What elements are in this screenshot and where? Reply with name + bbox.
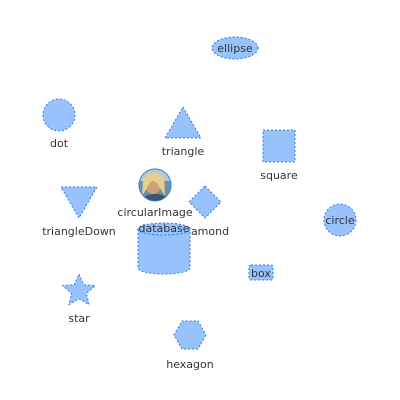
node-label-box: box (251, 267, 271, 280)
circular-image-border (138, 168, 172, 202)
node-label-triangle: triangle (162, 145, 205, 158)
node-square[interactable]: square (260, 129, 298, 182)
node-hexagon[interactable]: hexagon (166, 320, 214, 371)
node-label-dot: dot (50, 137, 69, 150)
ellipse-shape (211, 36, 259, 60)
triangle-down-shape (60, 186, 98, 219)
triangle-shape (164, 106, 202, 139)
node-label-star: star (68, 312, 90, 325)
database-body (137, 222, 191, 275)
node-triangle[interactable]: triangle (162, 106, 205, 158)
star-shape (61, 272, 97, 306)
node-label-database: database (139, 222, 190, 235)
node-label-diamond: diamond (181, 225, 229, 238)
node-label-circle: circle (325, 214, 354, 227)
node-label-triangle-down: triangleDown (42, 225, 116, 238)
hexagon-shape (173, 320, 207, 350)
node-ellipse[interactable]: ellipse (211, 36, 259, 60)
node-dot[interactable]: dot (42, 98, 76, 150)
dot-shape (42, 98, 76, 132)
node-label-hexagon: hexagon (166, 358, 214, 371)
node-label-square: square (260, 169, 298, 182)
node-database[interactable]: database (137, 222, 191, 275)
portrait-photo (139, 169, 171, 201)
square-shape (262, 129, 296, 163)
node-diamond[interactable]: diamond (181, 185, 229, 238)
node-circular-image[interactable]: circularImage (117, 168, 193, 219)
node-star[interactable]: star (61, 272, 97, 325)
node-circle[interactable]: circle (323, 203, 357, 237)
node-label-ellipse: ellipse (217, 42, 253, 55)
circle-shape (323, 203, 357, 237)
node-box[interactable]: box (248, 264, 274, 281)
node-label-circular-image: circularImage (117, 206, 192, 219)
box-shape (248, 264, 274, 281)
node-triangle-down[interactable]: triangleDown (42, 186, 116, 238)
diamond-shape (188, 185, 222, 219)
